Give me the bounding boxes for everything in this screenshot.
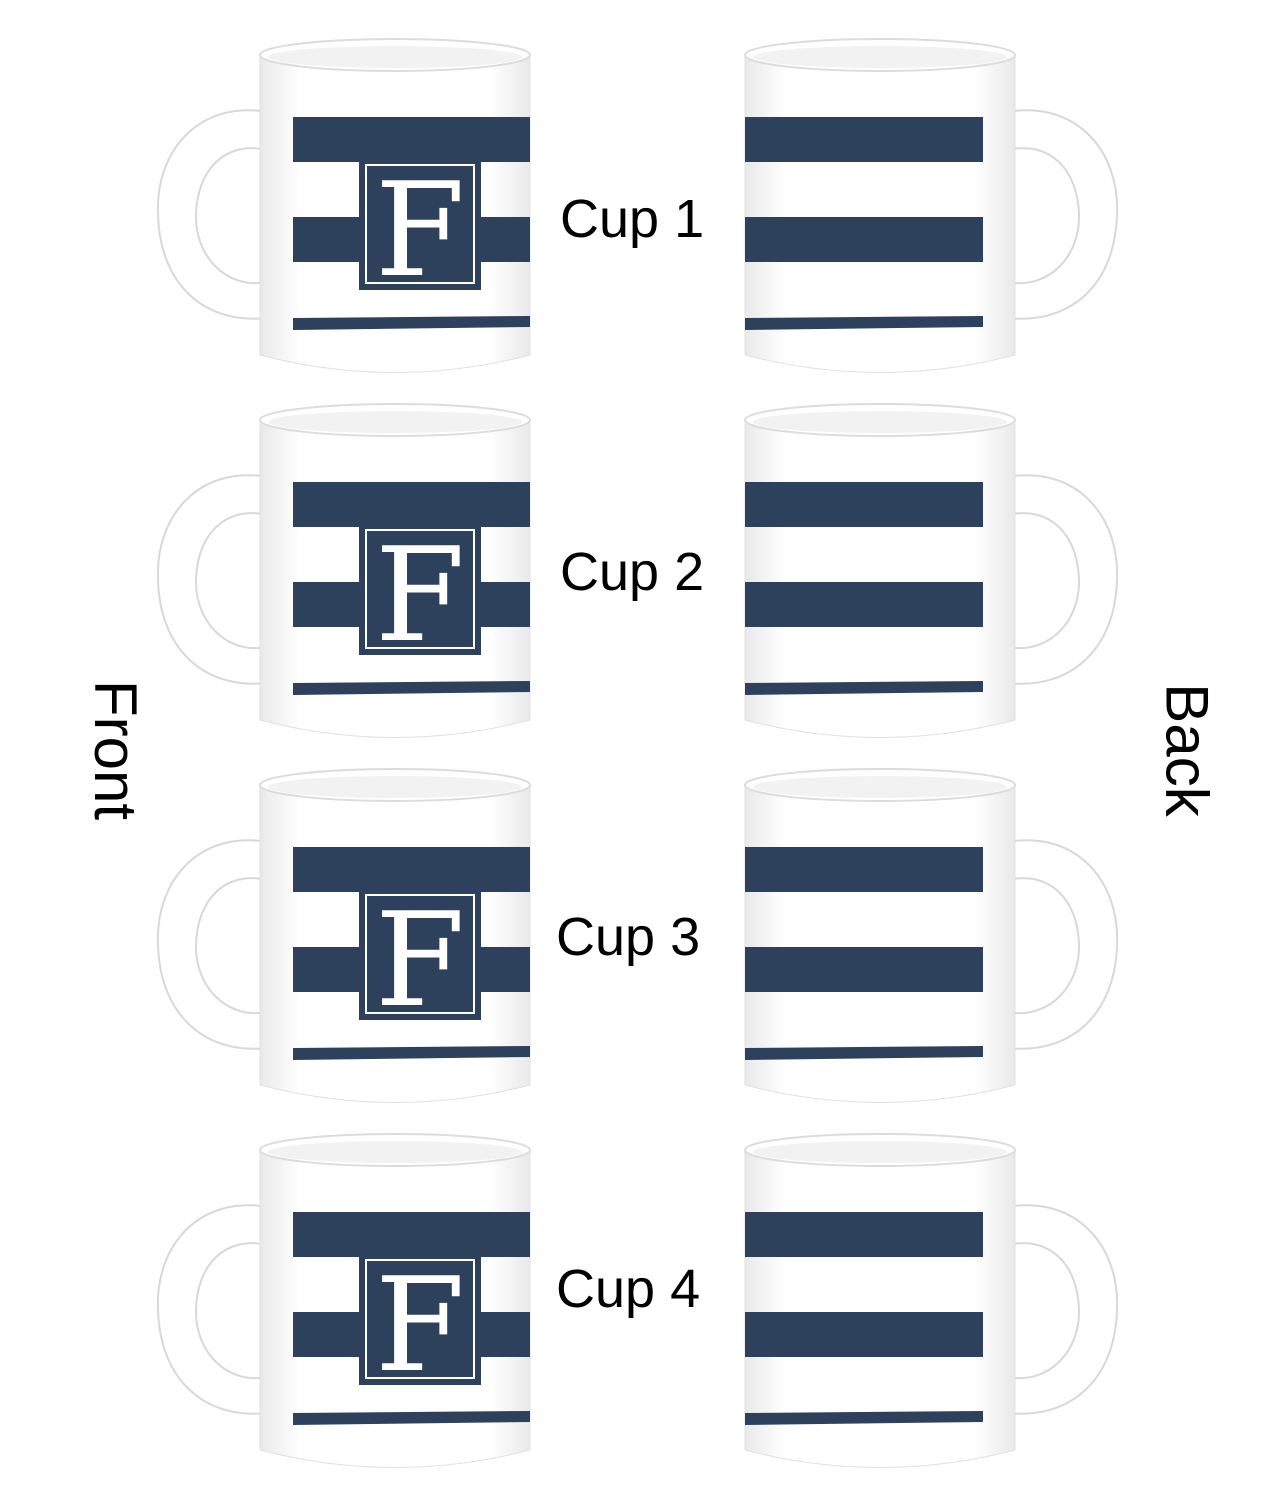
mug-opening <box>268 411 522 433</box>
front-mug-4: F <box>156 1133 531 1468</box>
stripe-middle <box>745 1312 983 1357</box>
stripe-top <box>745 482 983 527</box>
monogram-frame <box>365 164 475 284</box>
back-mug-3 <box>744 768 1119 1103</box>
mug-handle <box>1006 109 1119 320</box>
mug-opening <box>753 411 1007 433</box>
mug-opening <box>753 1141 1007 1163</box>
stripe-top <box>745 847 983 892</box>
stripe-thin <box>745 1046 983 1060</box>
mug-opening <box>753 776 1007 798</box>
mug-handle <box>156 109 269 320</box>
mug-handle <box>156 839 269 1050</box>
front-mug-2: F <box>156 403 531 738</box>
mug-handle <box>156 474 269 685</box>
stripe-thin <box>293 681 530 695</box>
stripe-thin <box>745 316 983 330</box>
stripe-thin <box>293 1046 530 1060</box>
cup-label-3: Cup 3 <box>556 907 701 967</box>
mug-opening <box>268 776 522 798</box>
stripe-middle <box>745 582 983 627</box>
monogram-box <box>359 1253 481 1385</box>
monogram-letter: F <box>375 884 465 1036</box>
mug-handle <box>1006 474 1119 685</box>
back-mug-1 <box>744 38 1119 373</box>
stripe-thin <box>745 681 983 695</box>
mug-handle <box>1006 839 1119 1050</box>
monogram-frame <box>365 529 475 649</box>
monogram-box <box>359 888 481 1020</box>
stripe-top <box>293 482 530 527</box>
monogram-letter: F <box>375 1249 465 1401</box>
mug-opening <box>268 1141 522 1163</box>
stripe-thin <box>745 1411 983 1425</box>
stripe-thin <box>293 316 530 330</box>
monogram-box <box>359 523 481 655</box>
stripe-middle <box>745 217 983 262</box>
mug-handle <box>156 1204 269 1415</box>
stripe-thin <box>293 1411 530 1425</box>
stripe-top <box>293 847 530 892</box>
front-label: Front <box>82 679 150 821</box>
front-mug-3: F <box>156 768 531 1103</box>
mug-opening <box>268 46 522 68</box>
monogram-letter: F <box>375 154 465 306</box>
cup-label-2: Cup 2 <box>560 542 705 602</box>
stripe-top <box>293 117 530 162</box>
back-mug-4 <box>744 1133 1119 1468</box>
mug-handle <box>1006 1204 1119 1415</box>
stripe-top <box>293 1212 530 1257</box>
cup-label-1: Cup 1 <box>560 189 705 249</box>
cup-label-4: Cup 4 <box>556 1259 701 1319</box>
monogram-frame <box>365 894 475 1014</box>
monogram-box <box>359 158 481 290</box>
back-label: Back <box>1153 683 1221 817</box>
front-mug-1: F <box>156 38 531 373</box>
monogram-frame <box>365 1259 475 1379</box>
mug-opening <box>753 46 1007 68</box>
monogram-letter: F <box>375 519 465 671</box>
stripe-top <box>745 1212 983 1257</box>
back-mug-2 <box>744 403 1119 738</box>
stripe-middle <box>745 947 983 992</box>
stripe-top <box>745 117 983 162</box>
